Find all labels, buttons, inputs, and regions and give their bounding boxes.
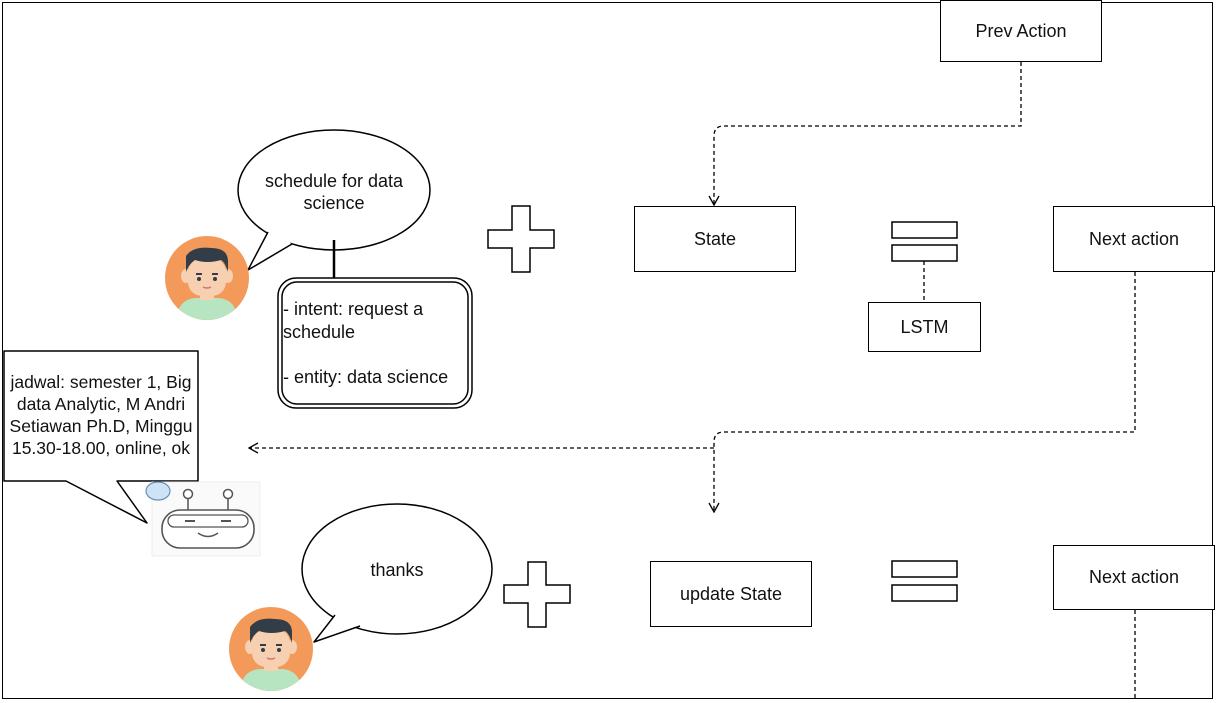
bot-reply-callout-shape xyxy=(3,350,199,524)
nlu-entity-text: - entity: data science xyxy=(283,367,449,387)
nlu-intent-text: - intent: request a schedule xyxy=(283,299,424,343)
equals-sign-bottom xyxy=(891,560,958,602)
bot-reply-text: jadwal: semester 1, Big data Analytic, M… xyxy=(9,372,193,458)
prev-action-node: Prev Action xyxy=(940,0,1102,62)
nlu-box-shape xyxy=(277,277,473,409)
user-thanks-text: thanks xyxy=(370,559,424,580)
update-state-label: update State xyxy=(679,583,783,604)
next-action-top-label: Next action xyxy=(1088,228,1180,249)
user-query-text: schedule for data science xyxy=(264,170,404,214)
user-query-bubble-shape xyxy=(237,129,431,271)
state-node: State xyxy=(634,206,796,272)
next-action-top-node: Next action xyxy=(1053,206,1215,272)
thanks-bubble-shape xyxy=(301,503,493,643)
plus-sign-top xyxy=(487,205,555,273)
lstm-label: LSTM xyxy=(900,316,949,337)
prev-action-to-state-arrow xyxy=(708,62,1022,207)
update-state-node: update State xyxy=(650,561,812,627)
user-avatar-top-icon xyxy=(165,236,249,320)
next-action-bottom-node: Next action xyxy=(1053,545,1215,610)
next-action-bottom-label: Next action xyxy=(1088,567,1180,588)
lstm-node: LSTM xyxy=(868,302,981,352)
chatbot-robot-icon xyxy=(145,481,261,557)
plus-sign-bottom xyxy=(503,561,571,628)
prev-action-label: Prev Action xyxy=(975,20,1067,41)
equals-sign-top xyxy=(891,221,958,262)
state-label: State xyxy=(693,228,737,249)
user-avatar-bottom-icon xyxy=(229,607,313,691)
